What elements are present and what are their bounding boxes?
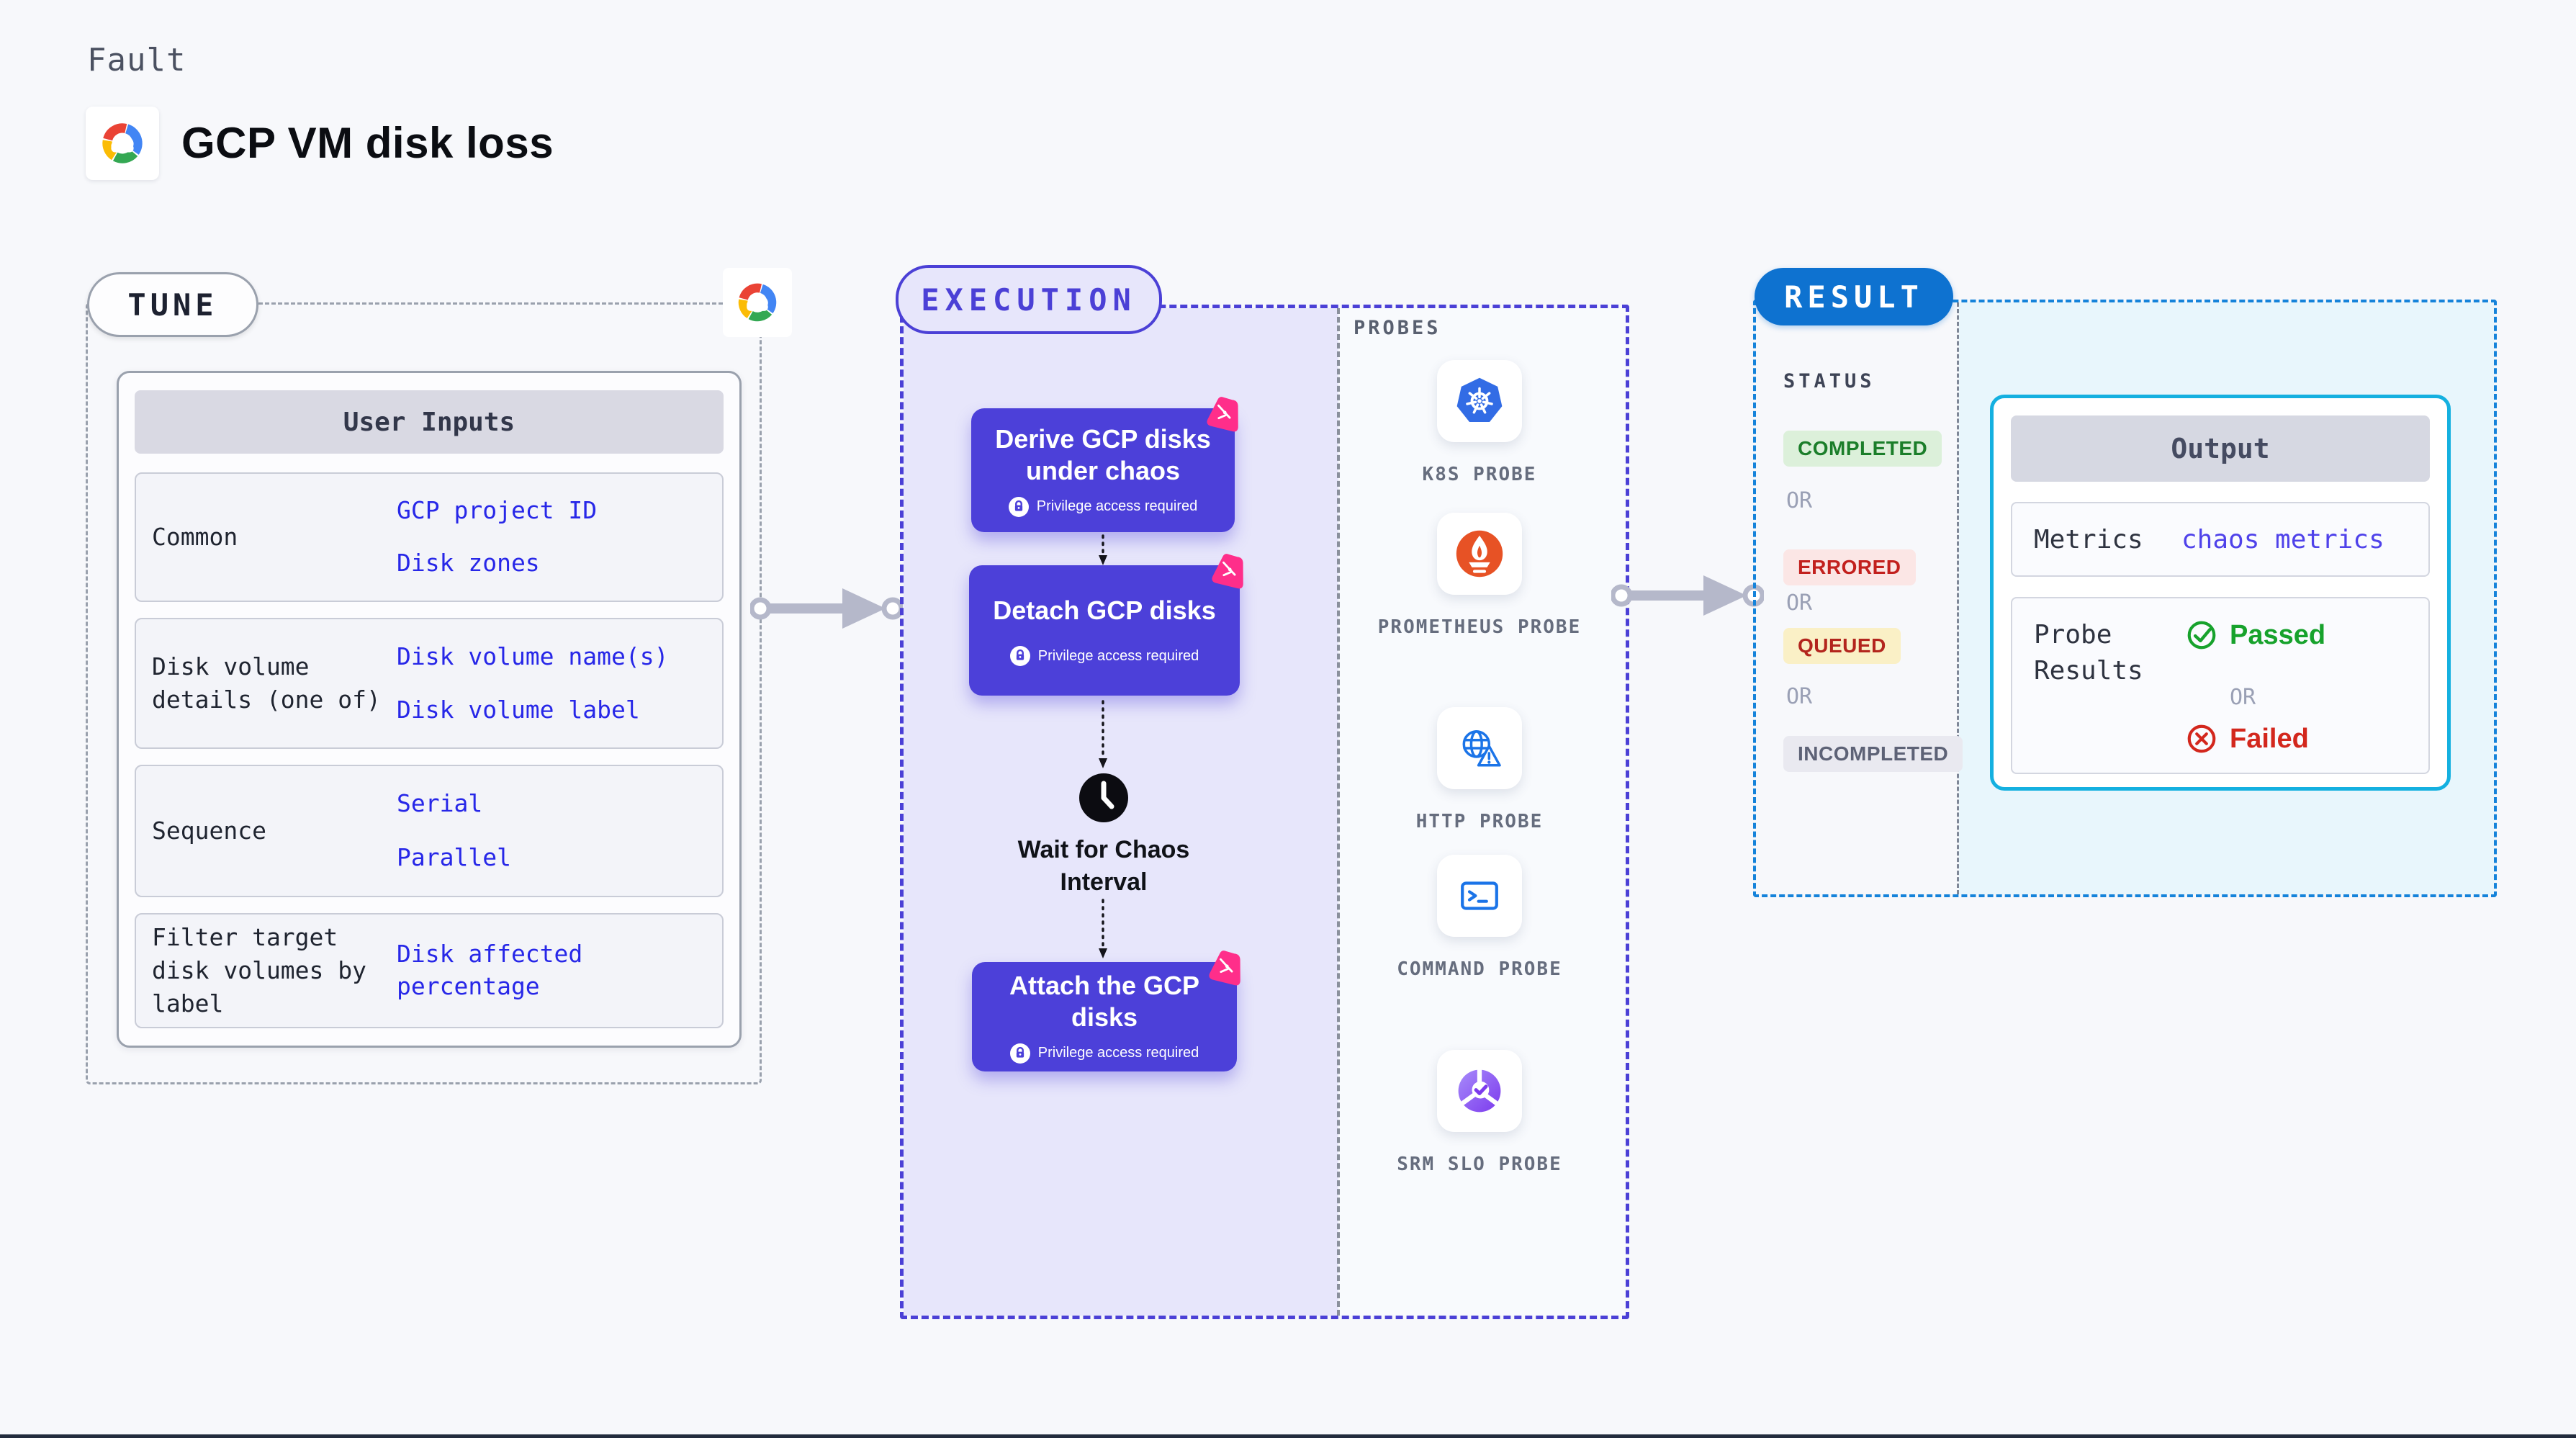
output-card: Output Metrics chaos metrics Probe Resul…	[1990, 395, 2451, 791]
gcp-logo-icon	[731, 276, 784, 329]
metrics-row: Metrics chaos metrics	[2011, 502, 2430, 577]
probe-srm-slo: SRM SLO PROBE	[1364, 1050, 1595, 1179]
gcp-logo-icon	[94, 115, 150, 171]
probe-label: HTTP PROBE	[1415, 811, 1544, 832]
row-label: Filter target disk volumes by label	[152, 922, 367, 1018]
step-detach-gcp-disks: Detach GCP disks Privilege access requir…	[969, 551, 1248, 696]
step-title: Attach the GCP disks	[1009, 971, 1200, 1032]
row-value: Disk volume name(s)	[397, 642, 669, 670]
srm-slo-probe-icon	[1458, 1069, 1501, 1113]
metrics-value: chaos metrics	[2181, 524, 2384, 554]
flow-connector-down	[1099, 899, 1107, 958]
http-probe-icon	[1462, 730, 1501, 767]
check-circle-icon	[2187, 621, 2216, 650]
fault-kicker: Fault	[87, 42, 186, 78]
row-value: Parallel	[397, 843, 511, 872]
lock-icon	[1009, 1043, 1030, 1064]
row-value: Disk zones	[397, 549, 540, 578]
row-value: Serial	[397, 789, 483, 818]
prometheus-icon	[1456, 530, 1503, 578]
lock-icon	[1009, 646, 1030, 667]
probe-k8s: K8S PROBE	[1364, 360, 1595, 489]
failed-result: Failed	[2185, 722, 2309, 755]
result-pill: RESULT	[1755, 268, 1953, 325]
table-row: Filter target disk volumes by label Disk…	[135, 913, 724, 1028]
litmus-chaos-icon	[1210, 551, 1248, 590]
wait-step-title: Wait for Chaos Interval	[1017, 836, 1190, 896]
failed-label: Failed	[2230, 723, 2309, 754]
probe-prometheus: PROMETHEUS PROBE	[1364, 513, 1595, 642]
flow-connector-down	[1099, 534, 1107, 565]
probe-results-row: Probe Results Passed OR Failed	[2011, 597, 2430, 774]
user-inputs-table: User Inputs Common GCP project ID Disk z…	[117, 371, 742, 1048]
command-probe-icon	[1461, 881, 1498, 910]
or-separator: OR	[1786, 684, 1813, 709]
execution-probes-divider	[1337, 308, 1340, 1316]
tune-section	[86, 302, 762, 1084]
privilege-note: Privilege access required	[1037, 647, 1199, 664]
probe-label: COMMAND PROBE	[1397, 958, 1562, 980]
clock-icon	[1079, 773, 1128, 822]
step-title: Derive GCP disks under chaos	[995, 424, 1211, 485]
row-value: Disk affected percentage	[397, 940, 583, 1000]
flow-connector-down	[1099, 700, 1107, 768]
privilege-note: Privilege access required	[1037, 1045, 1199, 1061]
table-row: Disk volume details (one of) Disk volume…	[135, 618, 724, 749]
status-badge-errored: ERRORED	[1783, 549, 1916, 585]
probe-http: HTTP PROBE	[1364, 707, 1595, 836]
status-badge-queued: QUEUED	[1783, 628, 1901, 664]
execution-pill: EXECUTION	[896, 265, 1162, 334]
flow-arrow-tune-to-execution	[750, 578, 903, 639]
table-row: Sequence Serial Parallel	[135, 765, 724, 897]
probe-label: K8S PROBE	[1422, 464, 1537, 485]
status-badge-incompleted: INCOMPLETED	[1783, 736, 1963, 772]
row-label: Sequence	[152, 816, 266, 845]
lock-icon	[1008, 496, 1029, 517]
probe-command: COMMAND PROBE	[1364, 855, 1595, 984]
litmus-chaos-icon	[1207, 948, 1245, 987]
result-divider	[1957, 302, 1959, 894]
kubernetes-icon	[1456, 377, 1503, 422]
user-inputs-header: User Inputs	[135, 390, 724, 454]
x-circle-icon	[2187, 724, 2216, 753]
row-label: Common	[152, 522, 238, 551]
step-attach-gcp-disks: Attach the GCP disks Privilege access re…	[972, 948, 1245, 1071]
tune-gcp-corner-card	[723, 268, 792, 337]
row-value: GCP project ID	[397, 495, 598, 524]
tune-pill: TUNE	[87, 272, 258, 337]
passed-result: Passed	[2185, 619, 2325, 652]
passed-label: Passed	[2230, 619, 2326, 650]
step-derive-gcp-disks: Derive GCP disks under chaos Privilege a…	[971, 394, 1243, 532]
probe-label: SRM SLO PROBE	[1397, 1154, 1562, 1175]
or-separator: OR	[1786, 590, 1813, 616]
probes-area-bg	[1338, 308, 1626, 1316]
probe-label: PROMETHEUS PROBE	[1377, 616, 1582, 638]
status-heading: STATUS	[1783, 370, 1875, 392]
or-separator: OR	[2230, 685, 2256, 710]
row-label: Disk volume details (one of)	[152, 652, 381, 714]
step-title: Detach GCP disks	[993, 595, 1216, 625]
probe-results-label: Probe Results	[2034, 620, 2143, 686]
or-separator: OR	[1786, 488, 1813, 513]
gcp-logo-card	[86, 107, 159, 180]
table-row: Common GCP project ID Disk zones	[135, 472, 724, 602]
litmus-chaos-icon	[1205, 394, 1243, 433]
row-value: Disk volume label	[397, 695, 640, 724]
status-badge-completed: COMPLETED	[1783, 431, 1942, 467]
metrics-label: Metrics	[2034, 524, 2143, 554]
flow-arrow-probes-to-result	[1611, 565, 1764, 626]
privilege-note: Privilege access required	[1036, 498, 1198, 515]
output-header: Output	[2011, 415, 2430, 482]
probes-heading: PROBES	[1354, 317, 1441, 339]
bottom-edge-bar	[0, 1434, 2576, 1438]
page-title: GCP VM disk loss	[181, 119, 554, 167]
